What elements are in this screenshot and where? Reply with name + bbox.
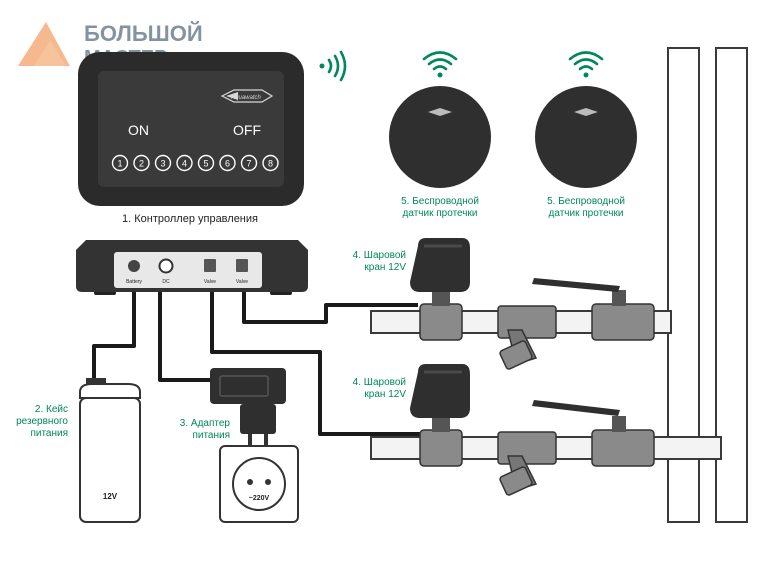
battery-lid xyxy=(79,383,141,399)
logo-line1: БОЛЬШОЙ xyxy=(84,21,203,46)
leak-sensor-1 xyxy=(389,51,491,188)
port-label-dc: DC xyxy=(162,279,170,285)
zone-indicator-number: 8 xyxy=(268,159,273,169)
zone-indicator-ring xyxy=(197,154,215,172)
battery-caption-line1: 2. Кейс xyxy=(35,404,68,415)
ball-valve-handle xyxy=(532,278,620,292)
motor-valve-stem xyxy=(432,288,450,306)
controller-caption: 1. Контроллер управления xyxy=(122,213,258,225)
sensor-1-caption-line1: 5. Беспроводной xyxy=(401,196,479,207)
motor-valve-actuator xyxy=(410,364,470,418)
strainer-body xyxy=(497,431,557,465)
sensor-2-caption-line2: датчик протечки xyxy=(549,208,624,219)
motor-valve-actuator xyxy=(410,238,470,292)
on-label: ON xyxy=(128,122,149,138)
wall-socket: ~220V xyxy=(219,445,299,523)
motor-valve-body xyxy=(419,429,463,467)
zone-indicator-ring xyxy=(240,154,258,172)
sensor-wifi-icon xyxy=(568,51,604,78)
zone-indicator-ring xyxy=(262,154,279,172)
zone-indicator-number: 3 xyxy=(160,159,165,169)
battery-caption-line3: питания xyxy=(30,428,68,439)
port-label-valve-2: Valve xyxy=(236,279,248,285)
sensor-wifi-icon xyxy=(422,51,458,78)
valve-1-caption-line2: кран 12V xyxy=(364,262,406,273)
zone-indicator-number: 1 xyxy=(117,159,122,169)
valve-port-2 xyxy=(236,259,248,272)
zone-indicator-number: 4 xyxy=(182,159,187,169)
adapter-prong xyxy=(264,434,268,452)
valve-2-caption-line1: 4. Шаровой xyxy=(353,377,406,388)
zone-indicator-number: 5 xyxy=(203,159,208,169)
socket-hole xyxy=(247,479,253,485)
socket-hole xyxy=(265,479,271,485)
battery-cable xyxy=(92,290,136,380)
ball-valve-body xyxy=(591,429,655,467)
strainer-cap xyxy=(499,340,533,370)
port-label-battery: Battery xyxy=(126,279,142,285)
zone-indicator-ring xyxy=(133,154,150,172)
battery-body xyxy=(79,397,141,523)
ball-valve-body xyxy=(591,303,655,341)
valve-1-cable xyxy=(242,290,418,324)
sensor-brand-icon xyxy=(428,108,452,116)
strainer-cap xyxy=(499,466,533,496)
dc-port xyxy=(158,258,174,274)
adapter-prong xyxy=(248,434,252,452)
motor-valve-body xyxy=(419,303,463,341)
adapter-body xyxy=(210,368,286,404)
backup-battery-case: 12V xyxy=(79,378,141,523)
socket-label: ~220V xyxy=(249,495,270,502)
wifi-signal-icon xyxy=(319,50,347,82)
ball-valve-stem xyxy=(612,416,626,432)
hub-port-panel xyxy=(114,252,262,288)
logo-peak-icon xyxy=(34,40,66,66)
ball-valve-handle xyxy=(532,400,620,416)
leak-sensor-2 xyxy=(535,51,637,188)
zone-indicator-number: 7 xyxy=(246,159,251,169)
valve-1-caption-line1: 4. Шаровой xyxy=(353,250,406,261)
control-panel-screen xyxy=(98,71,284,187)
battery-plug xyxy=(86,378,106,386)
brand-label: Aquawatch xyxy=(230,95,261,101)
battery-label: 12V xyxy=(103,492,118,501)
valve-2-caption-line2: кран 12V xyxy=(364,389,406,400)
adapter-caption-line1: 3. Адаптер xyxy=(180,418,231,429)
lower-pipe-fittings xyxy=(410,364,655,496)
zone-indicator-ring xyxy=(111,154,129,172)
sensor-1-caption-line2: датчик протечки xyxy=(403,208,478,219)
upper-pipe-fittings xyxy=(410,238,655,370)
socket-face xyxy=(232,457,286,511)
ball-valve-stem xyxy=(612,290,626,306)
zone-indicator-number: 6 xyxy=(225,159,230,169)
adapter-caption-line2: питания xyxy=(192,430,230,441)
off-label: OFF xyxy=(233,122,261,138)
port-label-valve-1: Valve xyxy=(204,279,216,285)
sensor-2-caption-line1: 5. Беспроводной xyxy=(547,196,625,207)
zone-indicator-ring xyxy=(176,154,193,172)
zone-indicator-ring xyxy=(154,154,172,172)
motor-valve-stem xyxy=(432,414,450,432)
hub-box: Battery DC Valve Valve xyxy=(76,240,308,295)
brand-badge-icon xyxy=(220,89,274,103)
valve-port-1 xyxy=(204,259,216,272)
cables xyxy=(92,290,420,436)
adapter-plug-body xyxy=(240,404,276,434)
zone-indicator-ring xyxy=(219,154,236,172)
control-panel: Aquawatch ON OFF 1 2 3 4 5 6 7 8 xyxy=(78,52,304,206)
adapter-cable xyxy=(158,290,232,382)
sensor-body xyxy=(535,86,637,188)
zone-indicator-number: 2 xyxy=(139,159,144,169)
sensor-body xyxy=(389,86,491,188)
battery-caption-line2: резервного xyxy=(16,416,68,427)
strainer-body xyxy=(497,305,557,339)
sensor-brand-icon xyxy=(574,108,598,116)
zone-indicators: 1 2 3 4 5 6 7 8 xyxy=(111,154,279,172)
battery-port xyxy=(128,260,140,272)
power-adapter xyxy=(210,368,286,452)
valve-2-cable xyxy=(210,290,420,436)
